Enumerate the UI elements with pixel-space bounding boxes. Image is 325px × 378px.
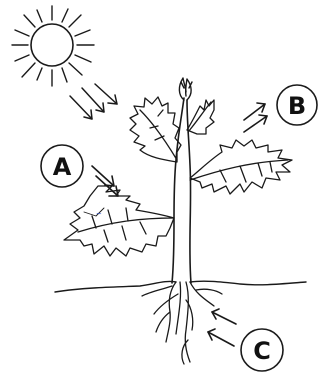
arrows-b bbox=[244, 103, 267, 132]
faint-mark: ~ bbox=[96, 210, 102, 218]
sun-icon bbox=[12, 6, 94, 86]
label-c-text: C bbox=[253, 337, 271, 365]
label-b-text: B bbox=[288, 92, 306, 120]
plant-roots bbox=[142, 282, 222, 364]
label-a-text: A bbox=[53, 153, 72, 181]
leaf-right-large bbox=[190, 140, 292, 194]
label-b: B bbox=[277, 85, 317, 125]
arrows-a bbox=[92, 166, 118, 196]
label-c: C bbox=[241, 329, 283, 371]
top-bud bbox=[179, 78, 192, 100]
leaf-upper-left bbox=[130, 97, 181, 162]
leaf-upper-right-small bbox=[187, 100, 214, 134]
arrows-c bbox=[208, 309, 236, 346]
leaf-left-large: ~ bbox=[64, 186, 174, 256]
label-a: A bbox=[41, 145, 83, 187]
sunlight-arrows bbox=[70, 84, 117, 119]
